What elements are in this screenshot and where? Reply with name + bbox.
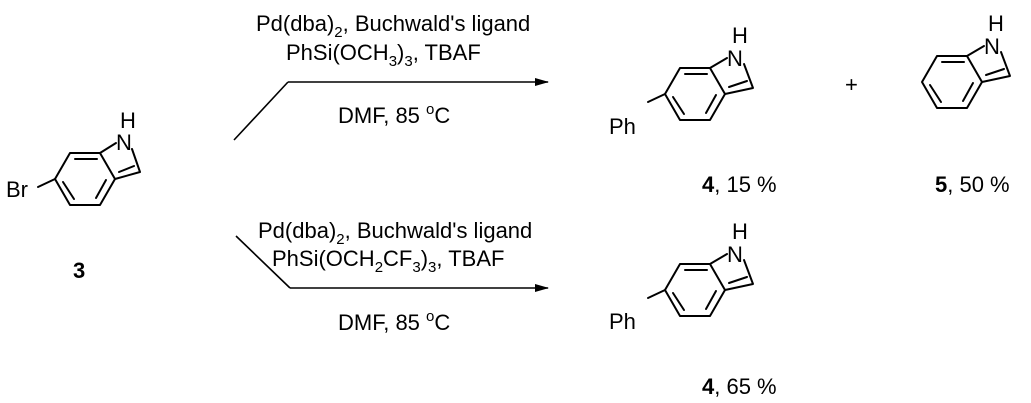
top-reaction-conditions: DMF, 85 oC xyxy=(338,101,450,128)
indole-skeleton xyxy=(921,45,1011,109)
bottom-product-5-phenylindole: N H Ph 4, 65 % xyxy=(609,219,777,399)
nitrogen-atom: N xyxy=(984,34,1000,59)
nitrogen-atom: N xyxy=(116,130,132,155)
phenyl-group: Ph xyxy=(609,309,636,334)
nh-hydrogen-atom: H xyxy=(732,23,748,48)
side-product-label: 5, 50 % xyxy=(935,172,1010,197)
nitrogen-atom: N xyxy=(727,46,743,71)
indole-skeleton xyxy=(647,253,754,317)
top-reagent-line-2: PhSi(OCH3)3, TBAF xyxy=(286,40,481,70)
side-product-indole: N H 5, 50 % xyxy=(921,11,1011,197)
top-product-5-phenylindole: N H Ph 4, 15 % xyxy=(609,23,777,197)
starting-material-5-bromoindole: N H Br 3 xyxy=(6,108,141,283)
nh-hydrogen-atom: H xyxy=(120,108,136,133)
top-product-label: 4, 15 % xyxy=(702,172,777,197)
bottom-reaction-arrow xyxy=(235,235,549,292)
top-reaction-arrow xyxy=(233,78,549,141)
nitrogen-atom: N xyxy=(727,242,743,267)
compound-number-3: 3 xyxy=(73,258,85,283)
phenyl-group: Ph xyxy=(609,114,636,139)
top-reaction-reagents: Pd(dba)2, Buchwald's ligand PhSi(OCH3)3,… xyxy=(256,11,530,128)
nh-hydrogen-atom: H xyxy=(732,219,748,244)
bottom-reaction-reagents: Pd(dba)2, Buchwald's ligand PhSi(OCH2CF3… xyxy=(258,218,532,335)
top-reagent-line-1: Pd(dba)2, Buchwald's ligand xyxy=(256,11,530,41)
indole-skeleton xyxy=(647,57,754,121)
bottom-reagent-line-1: Pd(dba)2, Buchwald's ligand xyxy=(258,218,532,248)
indole-skeleton xyxy=(37,142,141,206)
bottom-reagent-line-2: PhSi(OCH2CF3)3, TBAF xyxy=(272,246,504,276)
bottom-reaction-conditions: DMF, 85 oC xyxy=(338,308,450,335)
bromine-atom: Br xyxy=(6,177,28,202)
nh-hydrogen-atom: H xyxy=(988,11,1004,36)
plus-sign: + xyxy=(845,72,858,97)
bottom-product-label: 4, 65 % xyxy=(702,374,777,399)
